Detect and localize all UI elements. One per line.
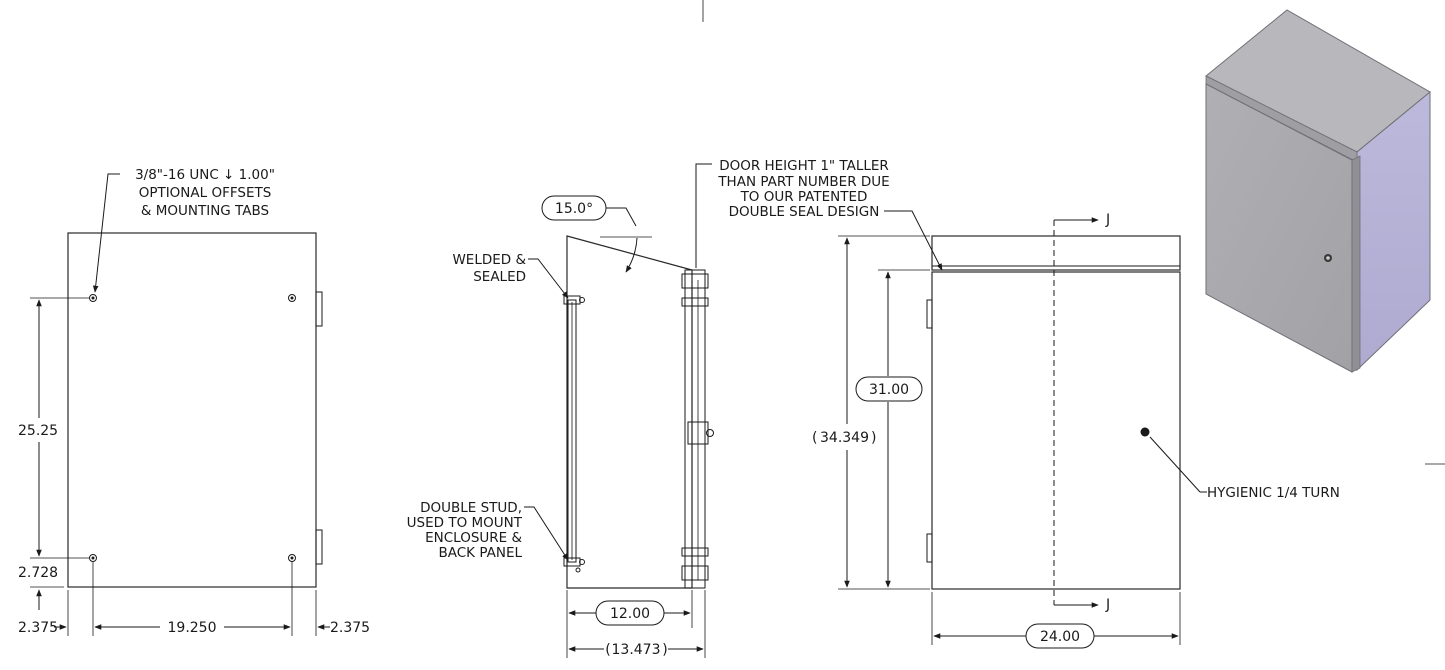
door-note-line3: TO OUR PATENTED: [740, 189, 868, 205]
side-view: 15.0° WELDED & SEALED DOUBLE STUD, USED …: [407, 195, 714, 658]
hinge-bottom: [926, 533, 933, 563]
dim-back-left: 2.375: [18, 620, 58, 636]
dim-angle: 15.0°: [555, 201, 593, 217]
stud-note-line3: ENCLOSURE &: [425, 530, 522, 546]
stud-note-line1: DOUBLE STUD,: [420, 500, 522, 516]
side-body: [566, 235, 693, 589]
door-note-line2: THAN PART NUMBER DUE: [717, 174, 889, 190]
door-frame: [684, 269, 706, 589]
dim-front-overall: 34.349: [820, 430, 869, 446]
front-view: HYGIENIC 1/4 TURN J J DOOR HEIGHT 1" TAL…: [695, 158, 1340, 649]
dim-back-width: 19.250: [168, 620, 217, 636]
welded-note-line1: WELDED &: [452, 252, 526, 268]
door-note-line4: DOUBLE SEAL DESIGN: [729, 204, 880, 220]
dim-back-right: 2.375: [330, 620, 370, 636]
latch: [1140, 427, 1150, 437]
stud-bar: [567, 299, 577, 563]
hinge-top: [926, 299, 933, 329]
mounting-note-line3: & MOUNTING TABS: [141, 203, 269, 219]
front-top-seal: [931, 235, 1181, 271]
dim-front-overall-close: ): [871, 430, 876, 446]
mounting-note-line1: 3/8"-16 UNC ↓ 1.00": [135, 167, 275, 183]
stud-note-line2: USED TO MOUNT: [407, 515, 523, 531]
dim-side-overall: 13.473: [612, 642, 661, 658]
door-note-line1: DOOR HEIGHT 1" TALLER: [719, 158, 889, 174]
dim-side-depth: 12.00: [610, 606, 650, 622]
section-label-bottom: J: [1105, 597, 1110, 613]
mounting-note-line2: OPTIONAL OFFSETS: [139, 185, 272, 201]
dim-front-width: 24.00: [1040, 629, 1080, 645]
dim-side-overall-close: ): [662, 642, 667, 658]
back-view: 3/8"-16 UNC ↓ 1.00" OPTIONAL OFFSETS & M…: [18, 167, 370, 636]
dim-back-height: 25.25: [18, 423, 58, 439]
latch-note: HYGIENIC 1/4 TURN: [1207, 485, 1340, 501]
mounting-tab-bottom: [315, 529, 323, 565]
dim-side-overall-open: (: [605, 642, 610, 658]
back-panel: [67, 232, 317, 588]
section-label-top: J: [1105, 212, 1110, 228]
dim-front-overall-open: (: [812, 430, 817, 446]
mounting-tab-top: [315, 291, 323, 327]
dim-back-bottom: 2.728: [18, 565, 58, 581]
isometric-view: [1205, 9, 1431, 373]
front-door: [931, 271, 1181, 590]
stud-note-line4: BACK PANEL: [439, 545, 523, 561]
dim-front-height: 31.00: [869, 382, 909, 398]
welded-note-line2: SEALED: [473, 269, 526, 285]
